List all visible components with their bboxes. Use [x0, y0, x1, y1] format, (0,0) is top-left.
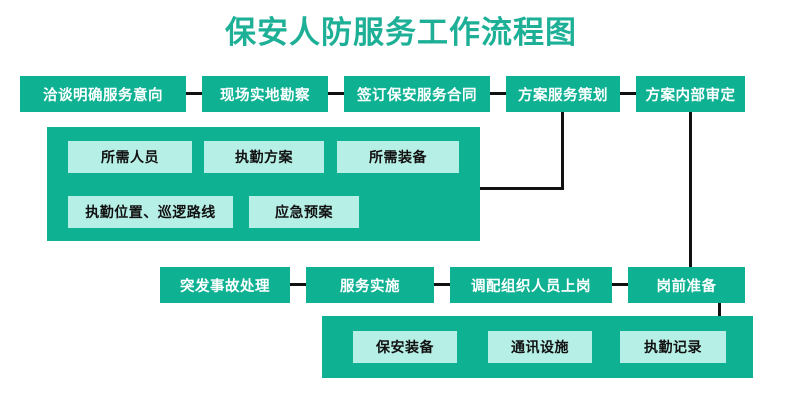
subnode-duty-position-patrol-route[interactable]: 执勤位置、巡逻路线 [68, 196, 233, 228]
subnode-label: 所需人员 [101, 150, 159, 166]
node-plan-service[interactable]: 方案服务策划 [506, 76, 620, 112]
connector-preparation-down [718, 303, 721, 317]
connector-top-1 [186, 92, 202, 95]
subnode-label: 执勤记录 [644, 340, 702, 356]
subnode-security-equipment[interactable]: 保安装备 [353, 331, 457, 363]
connector-top-4 [620, 92, 636, 95]
node-label: 突发事故处理 [180, 278, 270, 295]
node-label: 现场实地勘察 [220, 87, 310, 104]
page-title: 保安人防服务工作流程图 [225, 15, 577, 51]
node-label: 方案内部审定 [645, 87, 736, 104]
node-service-implementation[interactable]: 服务实施 [306, 267, 434, 303]
subnode-label: 通讯设施 [511, 340, 569, 356]
subnode-label: 执勤方案 [235, 150, 293, 166]
node-label: 方案服务策划 [518, 87, 608, 104]
connector-top-3 [490, 92, 506, 95]
connector-plan-left [479, 187, 564, 190]
subnode-label: 执勤位置、巡逻路线 [85, 205, 216, 221]
connector-mid-3 [612, 283, 628, 286]
node-sign-contract[interactable]: 签订保安服务合同 [344, 76, 490, 112]
node-label: 服务实施 [340, 278, 400, 295]
node-pre-duty-preparation[interactable]: 岗前准备 [628, 267, 745, 303]
connector-review-to-preparation [689, 112, 692, 276]
node-consultation[interactable]: 洽谈明确服务意向 [20, 76, 186, 112]
connector-mid-1 [290, 283, 306, 286]
connector-mid-2 [434, 283, 450, 286]
node-label: 洽谈明确服务意向 [43, 87, 163, 104]
subnode-required-personnel[interactable]: 所需人员 [68, 141, 192, 173]
node-site-survey[interactable]: 现场实地勘察 [202, 76, 328, 112]
node-label: 岗前准备 [656, 278, 717, 295]
node-plan-review[interactable]: 方案内部审定 [636, 76, 745, 112]
connector-top-2 [328, 92, 344, 95]
subnode-label: 保安装备 [376, 340, 434, 356]
node-deploy-personnel[interactable]: 调配组织人员上岗 [450, 267, 612, 303]
subnode-required-equipment[interactable]: 所需装备 [337, 141, 459, 173]
node-incident-handling[interactable]: 突发事故处理 [160, 267, 290, 303]
connector-plan-down [561, 112, 564, 190]
node-label: 签订保安服务合同 [357, 87, 477, 104]
subnode-duty-plan[interactable]: 执勤方案 [204, 141, 324, 173]
subnode-emergency-plan[interactable]: 应急预案 [249, 196, 359, 228]
subnode-label: 所需装备 [369, 150, 427, 166]
subnode-label: 应急预案 [275, 205, 333, 221]
subnode-duty-record[interactable]: 执勤记录 [620, 331, 726, 363]
subnode-communication-facility[interactable]: 通讯设施 [488, 331, 592, 363]
node-label: 调配组织人员上岗 [471, 278, 591, 295]
